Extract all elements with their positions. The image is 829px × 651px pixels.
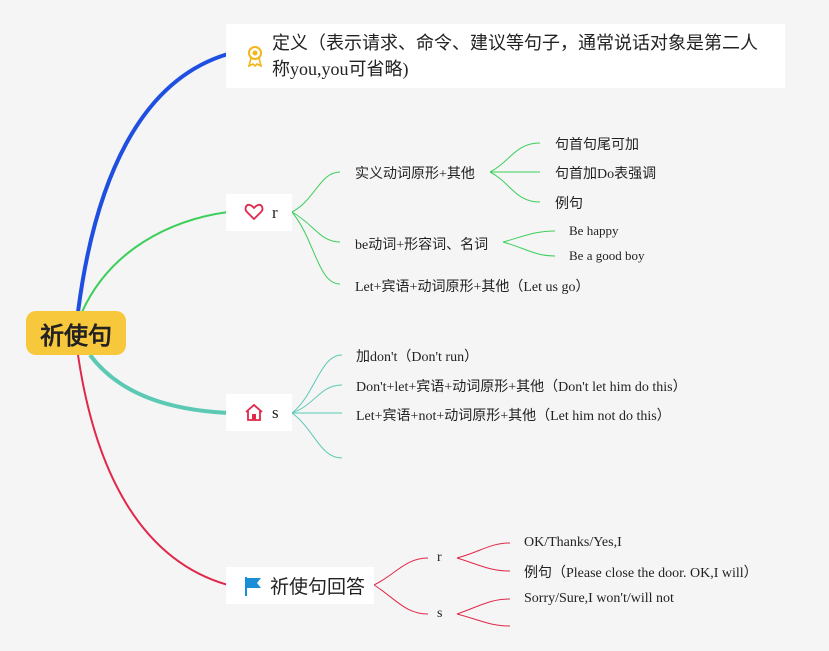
topic-r-be-verb-child-1[interactable]: Be happy: [569, 223, 619, 238]
topic-r[interactable]: r: [226, 194, 292, 231]
topic-r-verb-base-child-2[interactable]: 句首加Do表强调: [555, 167, 657, 182]
topic-r-label: r: [272, 202, 278, 222]
topic-answer-s[interactable]: s: [437, 606, 443, 621]
topic-answer-s-child-1[interactable]: Sorry/Sure,I won't/will not: [524, 591, 674, 606]
topic-answer-r[interactable]: r: [437, 550, 442, 565]
topic-answer[interactable]: 祈使句回答: [226, 567, 374, 604]
topic-s-child-1[interactable]: 加don't（Don't run）: [356, 350, 479, 365]
branch-line-s: [88, 353, 229, 415]
topic-answer-r-child-2[interactable]: 例句（Please close the door. OK,I will）: [524, 566, 758, 581]
topic-s-child-3[interactable]: Let+宾语+not+动词原形+其他（Let him not do this）: [356, 409, 671, 424]
award-ribbon-icon: [244, 45, 266, 67]
topic-answer-label: 祈使句回答: [270, 576, 366, 598]
topic-answer-r-child-1[interactable]: OK/Thanks/Yes,I: [524, 535, 622, 550]
topic-r-let[interactable]: Let+宾语+动词原形+其他（Let us go）: [355, 280, 590, 295]
topic-s-child-2[interactable]: Don't+let+宾语+动词原形+其他（Don't let him do th…: [356, 380, 687, 395]
branch-line-definition: [76, 52, 229, 313]
root-topic[interactable]: 祈使句: [26, 311, 126, 355]
topic-r-verb-base-child-3[interactable]: 例句: [555, 197, 583, 212]
heart-icon: [244, 202, 266, 224]
branch-line-r: [81, 211, 229, 313]
topic-r-verb-base[interactable]: 实义动词原形+其他: [355, 167, 475, 182]
topic-s-label: s: [272, 402, 279, 422]
house-icon: [244, 402, 266, 424]
topic-definition[interactable]: 定义（表示请求、命令、建议等句子，通常说话对象是第二人称you,you可省略): [226, 24, 785, 88]
branch-line-answer: [77, 354, 229, 586]
definition-text: 定义（表示请求、命令、建议等句子，通常说话对象是第二人称you,you可省略): [272, 33, 758, 79]
topic-r-be-verb-child-2[interactable]: Be a good boy: [569, 248, 645, 263]
topic-r-be-verb[interactable]: be动词+形容词、名词: [355, 238, 489, 253]
topic-r-verb-base-child-1[interactable]: 句首句尾可加: [555, 138, 639, 153]
flag-icon: [242, 575, 264, 597]
root-label: 祈使句: [40, 321, 112, 350]
topic-s[interactable]: s: [226, 394, 292, 431]
